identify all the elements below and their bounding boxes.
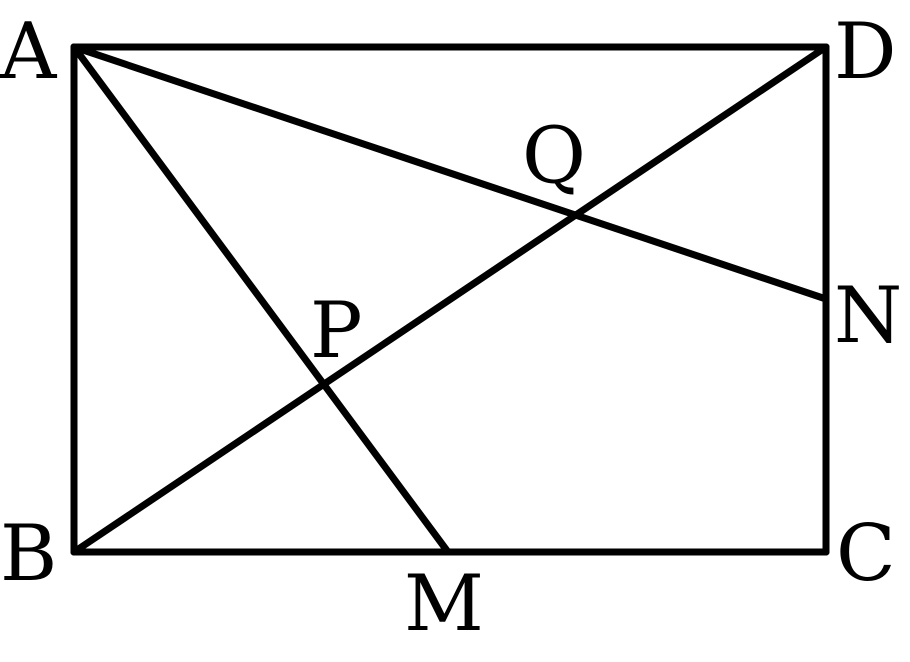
label-N: N: [834, 271, 902, 361]
label-M: M: [404, 559, 484, 649]
label-Q: Q: [522, 111, 586, 201]
label-C: C: [836, 509, 896, 599]
label-P: P: [310, 286, 362, 376]
segment-AM: [70, 43, 452, 556]
label-D: D: [834, 7, 897, 97]
label-B: B: [0, 509, 57, 599]
label-A: A: [0, 7, 58, 97]
diagonal-BD: [70, 43, 830, 556]
segment-AN: [70, 43, 830, 303]
